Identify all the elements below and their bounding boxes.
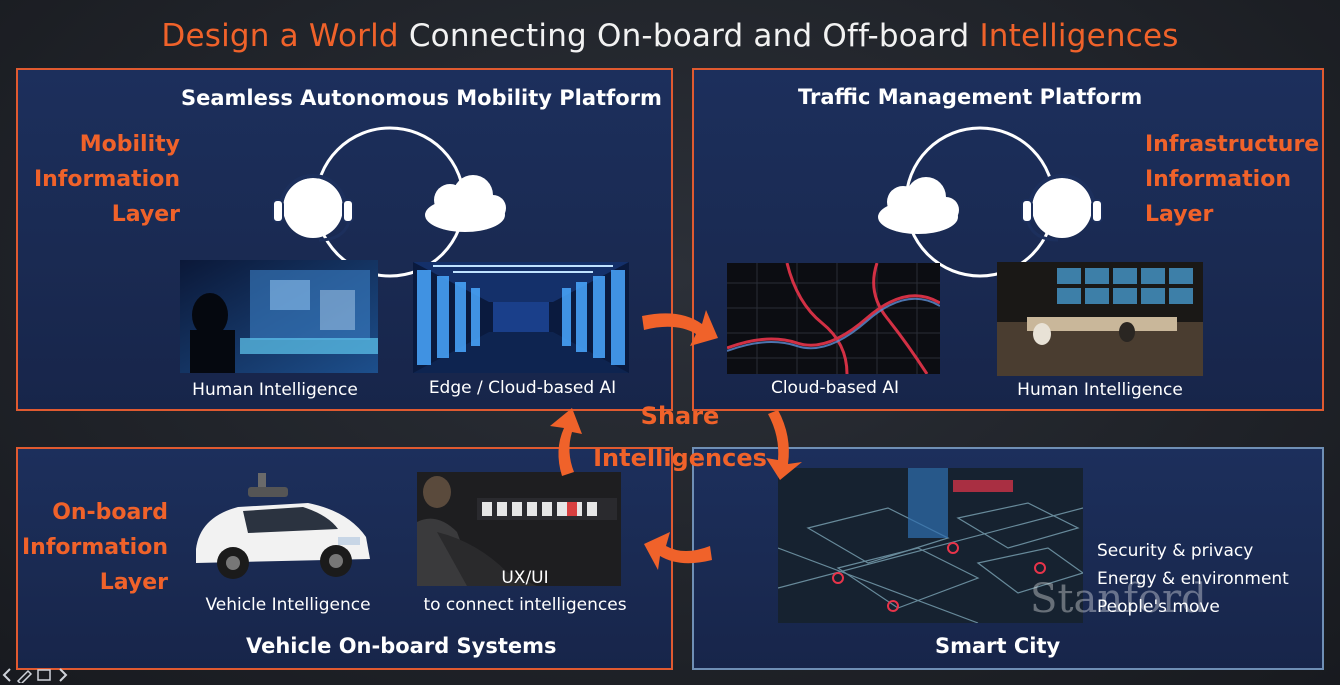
ux-ui-cockpit-photo [417,472,621,586]
infrastructure-layer-line-2: Information [1145,167,1291,192]
mobility-platform-title: Seamless Autonomous Mobility Platform [181,86,662,110]
slide-nav-toolbar [2,668,68,683]
prev-slide-icon[interactable] [2,668,11,682]
title-part-2: Connecting On-board and Off-board [398,18,980,54]
slide-title: Design a World Connecting On-board and O… [0,18,1340,54]
onboard-layer-label: On-board Information Layer [20,495,168,600]
caption-edge-cloud-ai: Edge / Cloud-based AI [428,378,617,398]
traffic-platform-title: Traffic Management Platform [798,85,1143,109]
caption-connect-intelligences: to connect intelligences [423,595,627,615]
infrastructure-layer-label: Infrastructure Information Layer [1145,127,1320,232]
title-part-1: Design a World [161,18,399,54]
share-intelligences-label: Share Intelligences [580,395,780,479]
arrow-right-icon [642,310,718,346]
cloud-icon [425,175,506,232]
cloud-ai-map-photo [727,263,940,374]
caption-cloud-based-ai: Cloud-based AI [770,378,900,398]
mobility-layer-label: Mobility Information Layer [30,127,180,232]
next-slide-icon[interactable] [59,668,68,682]
headset-icon [272,174,354,242]
caption-human-intelligence-right: Human Intelligence [1017,380,1183,400]
mobility-layer-line-2: Information [34,167,180,192]
caption-ux-ui: UX/UI [501,568,549,588]
caption-vehicle-intelligence: Vehicle Intelligence [205,595,371,615]
smart-city-photo [778,468,1083,623]
smart-city-bullets: Security & privacy Energy & environment … [1097,537,1289,621]
share-line-1: Share [640,402,720,430]
onboard-layer-line-2: Information [22,535,168,560]
menu-icon[interactable] [37,669,51,681]
share-line-2: Intelligences [593,444,767,472]
autonomous-car-image [196,473,370,579]
title-part-3: Intelligences [979,18,1179,54]
bullet-energy: Energy & environment [1097,569,1289,589]
arrow-left-icon [644,532,712,570]
arrow-down-icon [766,410,802,480]
infrastructure-layer-line-1: Infrastructure [1145,132,1320,157]
pen-icon[interactable] [16,669,33,683]
onboard-layer-line-1: On-board [52,500,168,525]
infrastructure-layer-line-3: Layer [1145,202,1214,227]
cycle-arrows [550,310,802,570]
smart-city-title: Smart City [935,634,1061,658]
control-room-photo [997,262,1203,376]
bullet-people: People's move [1097,597,1220,617]
vehicle-onboard-title: Vehicle On-board Systems [246,634,557,658]
human-intelligence-photo-left [180,260,378,373]
caption-human-intelligence-left: Human Intelligence [192,380,358,400]
mobility-layer-line-1: Mobility [79,132,180,157]
stanford-watermark: Stanford [1030,576,1207,622]
arrow-up-icon [550,408,582,476]
cloud-icon [878,177,959,234]
mobility-cycle-diagram [272,126,506,278]
edge-cloud-ai-photo [413,262,629,373]
bullet-security: Security & privacy [1097,541,1254,561]
headset-icon [1021,174,1103,242]
traffic-cycle-diagram [878,126,1103,278]
mobility-layer-line-3: Layer [111,202,180,227]
onboard-layer-line-3: Layer [99,570,168,595]
